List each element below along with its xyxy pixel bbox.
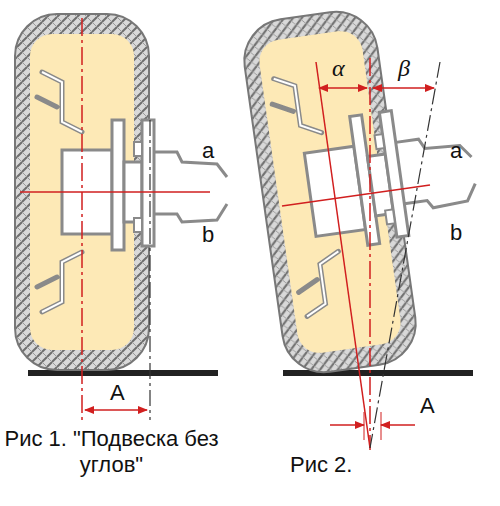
part-label: b bbox=[450, 220, 462, 246]
part-label: b bbox=[202, 222, 214, 248]
angle-label: α bbox=[332, 54, 345, 83]
part-label: a bbox=[450, 138, 462, 164]
dimension-label: A bbox=[110, 380, 125, 406]
dimension-label: A bbox=[420, 393, 435, 419]
angle-label: β bbox=[398, 54, 410, 83]
figure-caption: Рис 1. "Подвеска без углов" bbox=[4, 426, 219, 479]
figure-caption: Рис 2. bbox=[290, 452, 352, 478]
part-label: a bbox=[202, 138, 214, 164]
